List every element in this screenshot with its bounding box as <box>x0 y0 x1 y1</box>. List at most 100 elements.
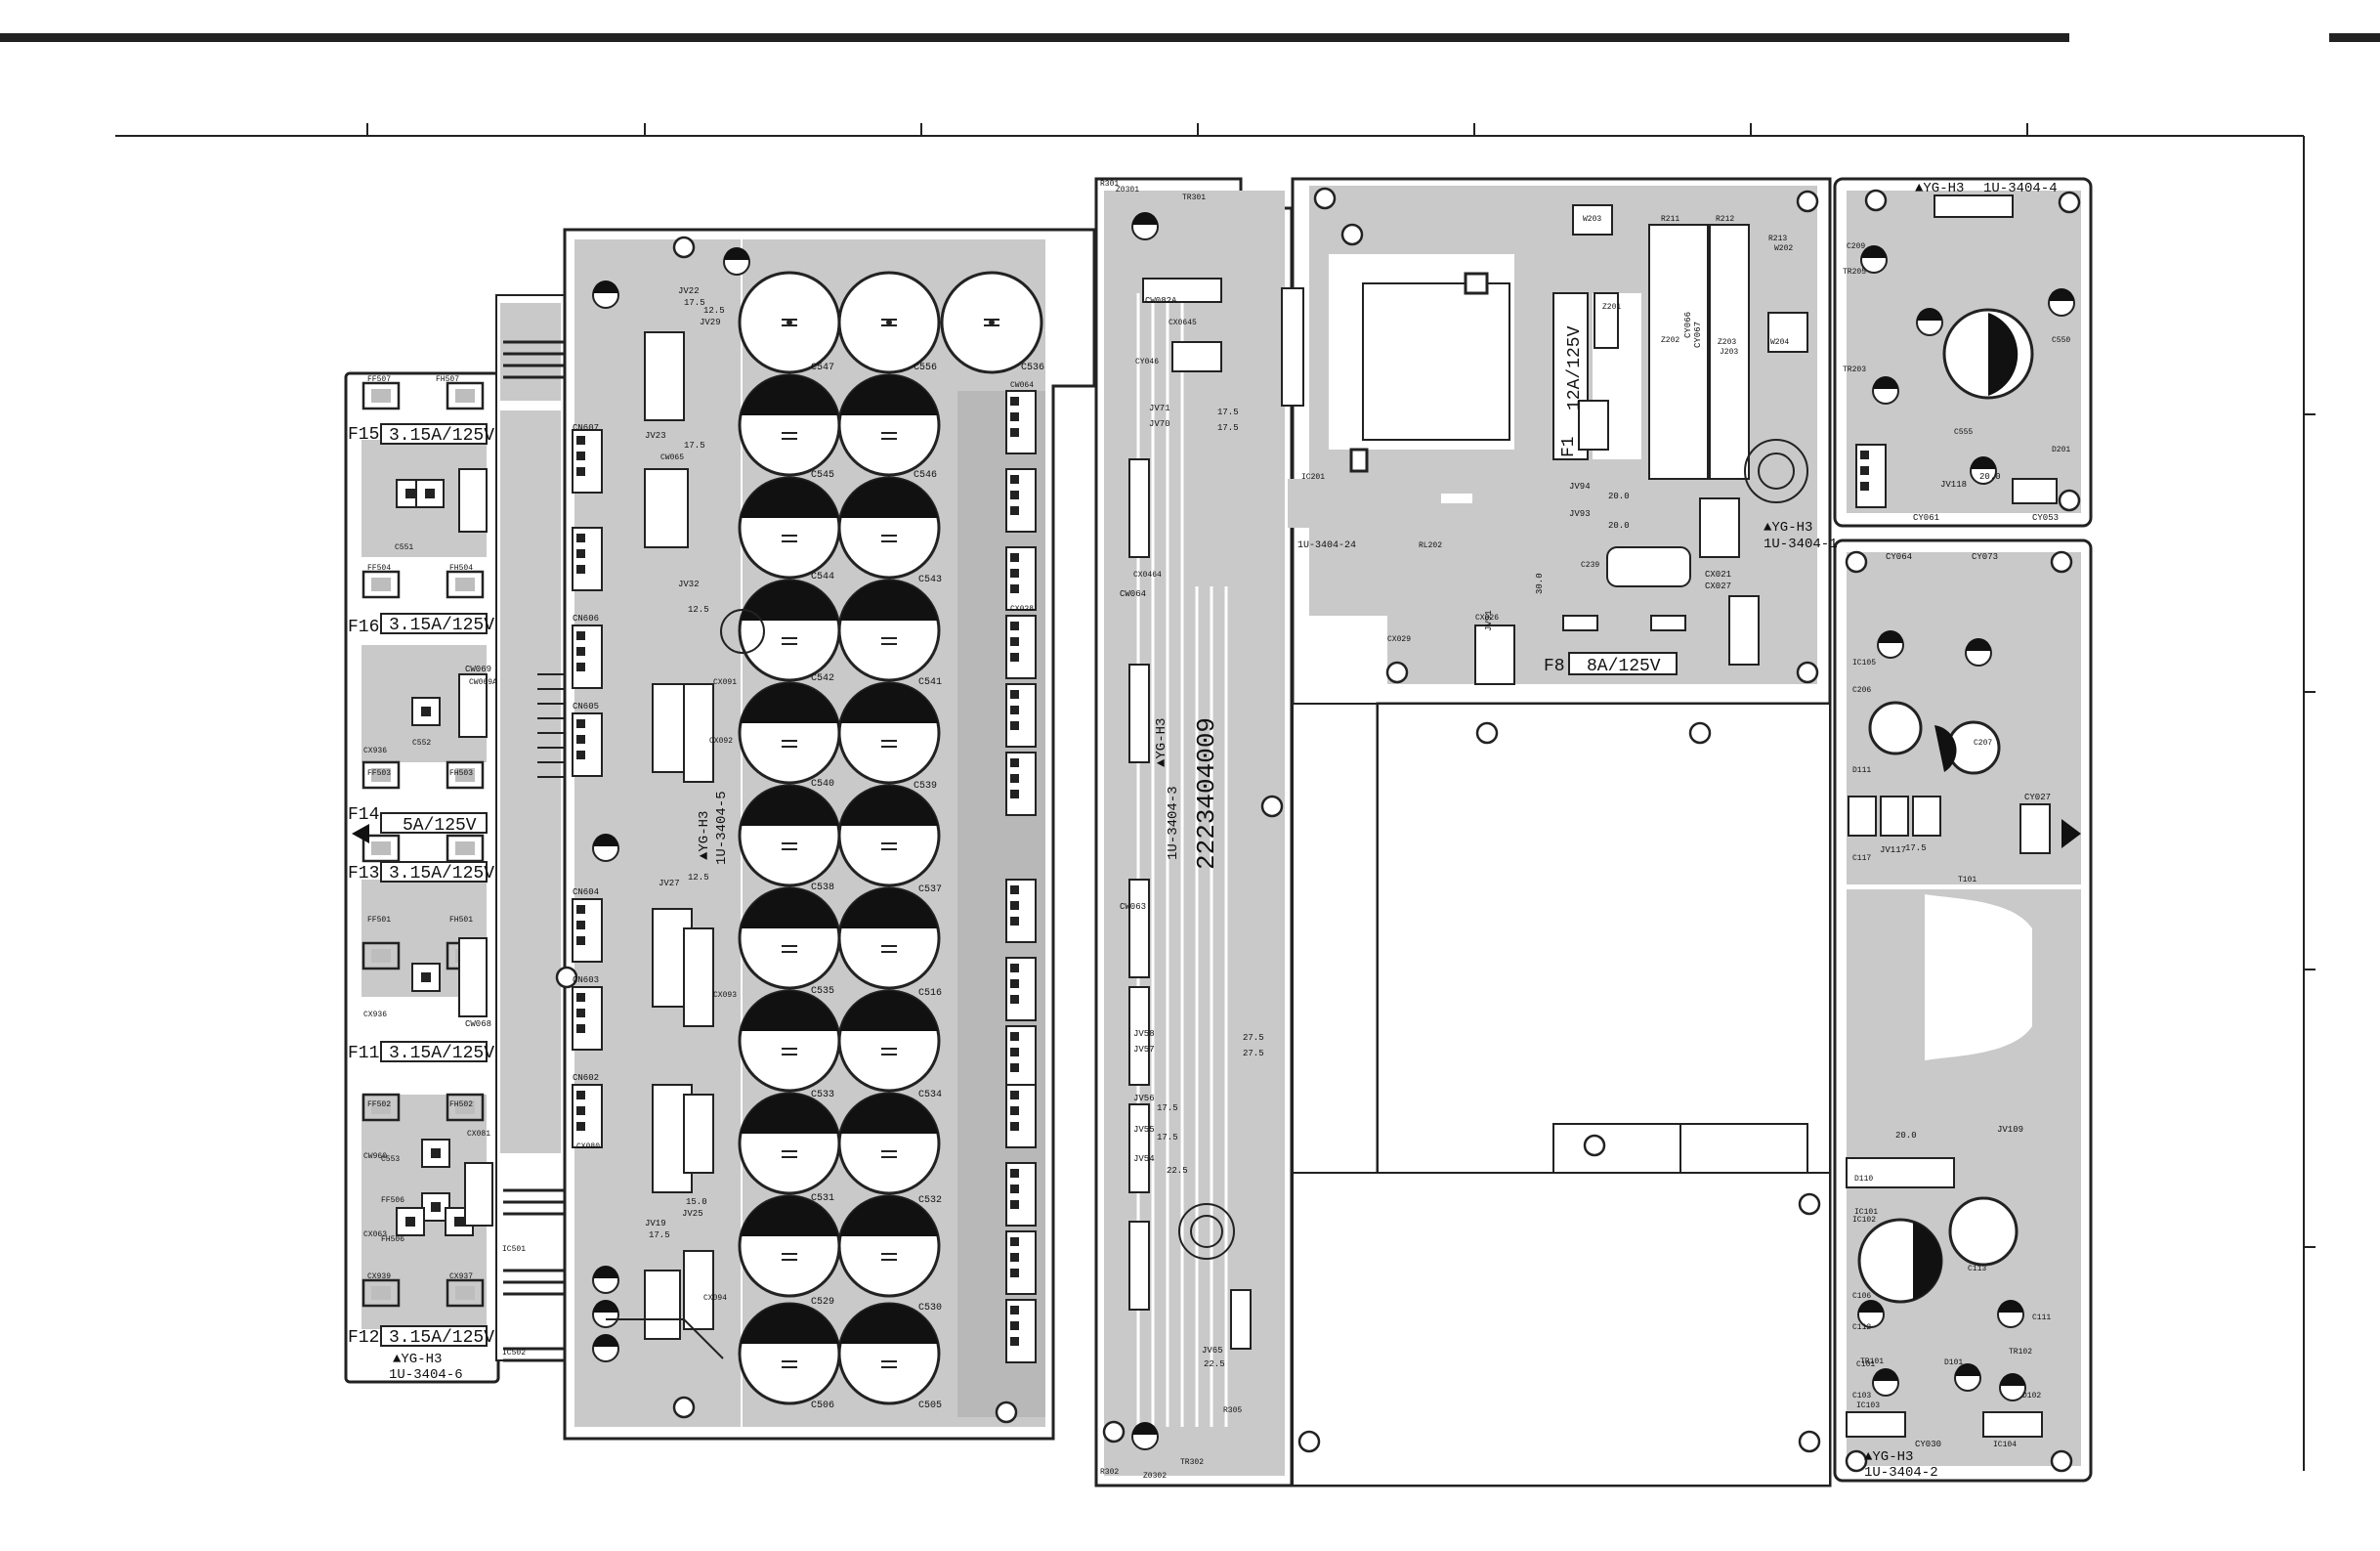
connector-label: CX021 <box>1705 570 1731 580</box>
part-label: FH503 <box>449 769 473 778</box>
fuse-ref: F12 <box>348 1328 379 1348</box>
fuse-rating: 3.15A/125V <box>389 1044 494 1063</box>
fuse-ref: F13 <box>348 864 379 883</box>
part-label: IC201 <box>1301 473 1325 482</box>
fuse-ref: F16 <box>348 618 379 637</box>
jumper-ref: JV22 <box>678 286 700 296</box>
cap-label: C534 <box>918 1090 942 1100</box>
part-label: IC502 <box>502 1349 526 1357</box>
board-name: 1U-3404-2 <box>1864 1465 1938 1481</box>
part-label: CX063 <box>363 1230 387 1239</box>
jumper-ref: JV19 <box>645 1219 666 1228</box>
part-label: Z202 <box>1661 336 1679 345</box>
part-label: CW065 <box>660 453 684 462</box>
jumper-val: 30.0 <box>1535 573 1545 594</box>
part-label: C552 <box>412 739 431 748</box>
board-name: 1U-3404-1 <box>1764 537 1838 552</box>
part-label: C553 <box>381 1155 400 1164</box>
connector-label: CW069 <box>465 665 491 674</box>
cap-label: C531 <box>811 1193 834 1204</box>
part-label: CX093 <box>713 991 737 1000</box>
part-label: C551 <box>395 543 413 552</box>
cap-labels: C547 C556 C536 C545 C546 C544 C543 C542 … <box>811 363 1044 1411</box>
part-label: CX091 <box>713 678 737 687</box>
part-label: TR302 <box>1180 1458 1204 1467</box>
part-label: IC105 <box>1852 659 1876 668</box>
board-name: 1U-3404-5 <box>714 791 730 865</box>
yg-mark: ▲YG-H3 <box>1154 718 1169 767</box>
fuse-rating: 5A/125V <box>403 816 477 836</box>
part-label: FF502 <box>367 1100 391 1109</box>
jumper-ref: JV27 <box>659 879 680 888</box>
board-1u-3404-4 <box>1833 177 2093 528</box>
part-label: Z0302 <box>1143 1472 1167 1481</box>
cap-label: C505 <box>918 1400 942 1411</box>
connector-label: CW064 <box>1120 589 1146 599</box>
fuse-rating: 3.15A/125V <box>389 864 494 883</box>
connector-labels: CN607 CN606 CN605 CN604 CN603 CN602 CW06… <box>465 296 2059 1449</box>
cap-label: C546 <box>914 470 937 481</box>
jumper-ref: JV55 <box>1133 1125 1155 1135</box>
connector-label: CY030 <box>1915 1440 1941 1449</box>
part-label: C550 <box>2052 336 2070 345</box>
part-labels: R211 R212 R213 W202 W203 W204 Z201 Z202 … <box>363 180 2070 1481</box>
yg-mark: ▲YG-H3 <box>697 811 712 860</box>
jumper-ref: JV71 <box>1149 404 1170 413</box>
jumper-ref: JV70 <box>1149 419 1170 429</box>
part-label: IC101 <box>1854 1208 1878 1217</box>
part-label: FH502 <box>449 1100 473 1109</box>
jumper-ref: JV65 <box>1202 1346 1223 1356</box>
part-label: C111 <box>2032 1314 2051 1322</box>
cap-label: C538 <box>811 883 834 893</box>
part-label: IC104 <box>1993 1441 2017 1449</box>
part-label: C555 <box>1954 428 1973 437</box>
connector-label: CN605 <box>573 702 599 711</box>
jumper-labels: JV22 17.5 JV23 17.5 JV29 12.5 JV32 12.5 … <box>645 286 2023 1369</box>
part-label: W203 <box>1583 215 1601 224</box>
part-label: CX939 <box>367 1272 391 1281</box>
jumper-ref: JV94 <box>1569 482 1591 492</box>
cap-label: C542 <box>811 673 834 684</box>
board-1u-3404-6 <box>344 371 500 1384</box>
part-label: R301 <box>1100 180 1119 189</box>
connector-label: CN602 <box>573 1073 599 1083</box>
connector-label: CX027 <box>1705 582 1731 591</box>
jumper-ref: JV91 <box>1484 610 1494 631</box>
jumper-ref: JV29 <box>700 318 721 327</box>
board-id-labels: ▲YG-H3 1U-3404-6 1U-3404-5 ▲YG-H3 1U-340… <box>389 181 2058 1481</box>
part-label: CW064 <box>1010 381 1034 390</box>
jumper-val: 15.0 <box>686 1197 707 1207</box>
part-label: IC102 <box>1852 1216 1876 1225</box>
part-label: CW960 <box>363 1152 387 1161</box>
part-label: W202 <box>1774 244 1793 253</box>
part-label: Z0301 <box>1116 186 1139 194</box>
cap-label: C506 <box>811 1400 834 1411</box>
part-label: FF507 <box>367 375 391 384</box>
fuse-rating: 3.15A/125V <box>389 1328 494 1348</box>
part-label: FF501 <box>367 916 391 925</box>
cap-label: C536 <box>1021 363 1044 373</box>
part-label: C106 <box>1852 1292 1871 1301</box>
jumper-val: 22.5 <box>1167 1166 1188 1176</box>
part-label: FH504 <box>449 564 473 573</box>
jumper-val: 20.0 <box>1608 492 1630 501</box>
cap-label: C516 <box>918 988 942 999</box>
part-label: CX081 <box>467 1130 490 1139</box>
jumper-ref: JV25 <box>682 1209 703 1219</box>
cap-label: C532 <box>918 1195 942 1206</box>
part-label: T101 <box>1958 876 1976 884</box>
part-label: FH506 <box>381 1235 404 1244</box>
fuse-rating: 3.15A/125V <box>389 426 494 446</box>
connector-label: CY027 <box>2024 793 2051 802</box>
part-label: C207 <box>1974 739 1992 748</box>
part-label: C117 <box>1852 854 1871 863</box>
jumper-ref: JV93 <box>1569 509 1591 519</box>
connector-label: CY053 <box>2032 513 2059 523</box>
part-label: TR101 <box>1860 1357 1884 1366</box>
jumper-ref: JV57 <box>1133 1045 1155 1055</box>
fuse-ref: F1 <box>1559 436 1579 457</box>
board-1u-3404-3 <box>1094 177 1294 1487</box>
part-label: Z201 <box>1602 303 1621 312</box>
part-label: CY046 <box>1135 358 1159 366</box>
